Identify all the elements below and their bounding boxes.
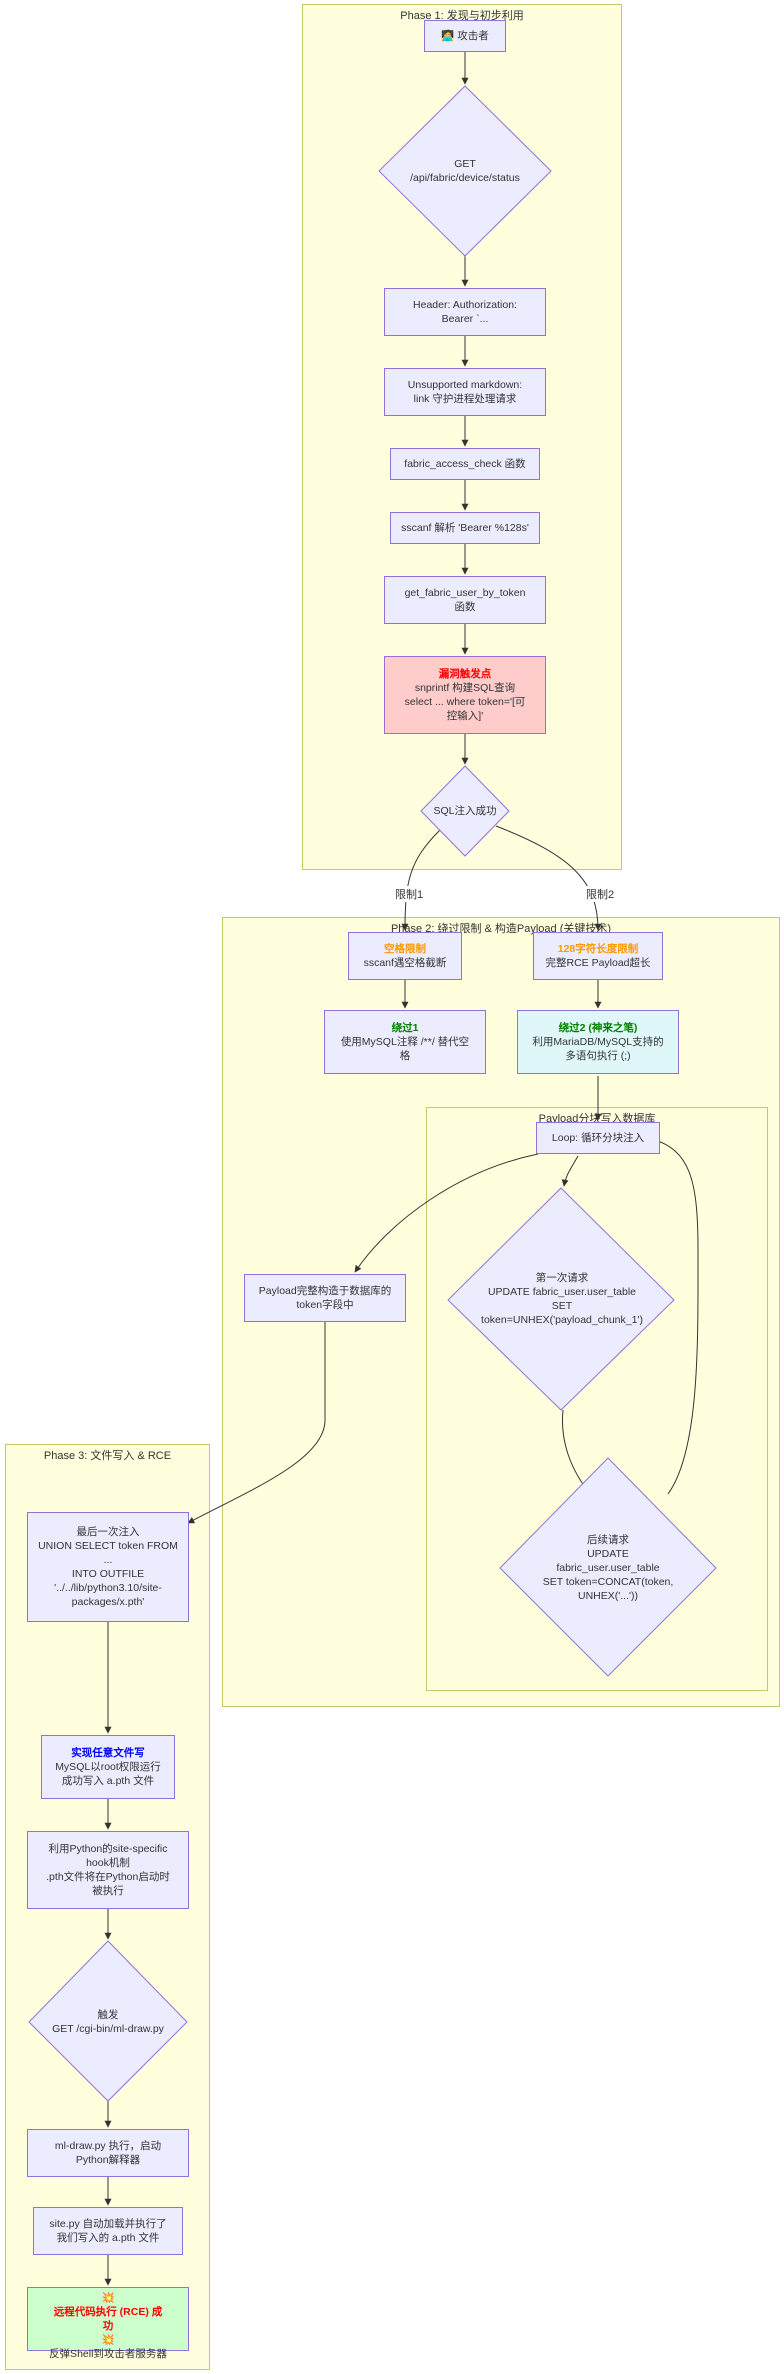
node-first-request[interactable]: 第一次请求 UPDATE fabric_user.user_table SET … xyxy=(478,1262,646,1336)
node-header[interactable]: Header: Authorization: Bearer `... xyxy=(384,288,546,336)
node-later-request[interactable]: 后续请求 UPDATE fabric_user.user_table SET t… xyxy=(538,1528,678,1608)
node-limit2[interactable]: 128字符长度限制 完整RCE Payload超长 xyxy=(533,932,663,980)
rce-icon-left: 💥 xyxy=(101,2292,115,2304)
node-bypass1[interactable]: 绕过1 使用MySQL注释 /**/ 替代空 格 xyxy=(324,1010,486,1074)
bypass2-text: 利用MariaDB/MySQL支持的 多语句执行 (;) xyxy=(532,1036,664,1062)
rce-icon-right: 💥 xyxy=(101,2334,115,2346)
node-sqli[interactable]: SQL注入成功 xyxy=(425,801,505,821)
payload-built-label: Payload完整构造于数据库的 token字段中 xyxy=(258,1285,392,1311)
vuln-title: 漏洞触发点 xyxy=(438,668,492,680)
file-write-text: MySQL以root权限运行 成功写入 a.pth 文件 xyxy=(55,1761,161,1787)
limit2-title: 128字符长度限制 xyxy=(557,943,639,955)
loop-label: Loop: 循环分块注入 xyxy=(551,1132,645,1144)
bypass2-title: 绕过2 (神来之笔) xyxy=(558,1022,638,1034)
node-vuln[interactable]: 漏洞触发点 snprintf 构建SQL查询 select ... where … xyxy=(384,656,546,734)
later-request-label: 后续请求 UPDATE fabric_user.user_table SET t… xyxy=(542,1534,674,1602)
limit2-text: 完整RCE Payload超长 xyxy=(545,957,651,969)
node-payload-built[interactable]: Payload完整构造于数据库的 token字段中 xyxy=(244,1274,406,1322)
node-sitepy[interactable]: site.py 自动加载并执行了 我们写入的 a.pth 文件 xyxy=(33,2207,183,2255)
sscanf-label: sscanf 解析 'Bearer %128s' xyxy=(401,522,529,534)
node-trigger[interactable]: 触发 GET /cgi-bin/ml-draw.py xyxy=(38,2002,178,2042)
node-sscanf[interactable]: sscanf 解析 'Bearer %128s' xyxy=(390,512,540,544)
phase3-title: Phase 3: 文件写入 & RCE xyxy=(43,1450,172,1462)
edge-sqli-limit2 xyxy=(495,825,602,931)
get-label: GET /api/fabric/device/status xyxy=(410,158,520,184)
rce-text: 反弹Shell到攻击者服务器 xyxy=(49,2348,167,2360)
file-write-title: 实现任意文件写 xyxy=(71,1747,145,1759)
rce-title: 远程代码执行 (RCE) 成 功 xyxy=(53,2306,163,2332)
limit1-text: sscanf遇空格截断 xyxy=(363,957,447,969)
edge-loop-first xyxy=(561,1155,579,1187)
access-check-label: fabric_access_check 函数 xyxy=(404,458,526,470)
bypass1-text: 使用MySQL注释 /**/ 替代空 格 xyxy=(340,1036,470,1062)
getuser-label: get_fabric_user_by_token 函数 xyxy=(404,587,526,613)
node-attacker[interactable]: 🧑‍💻 攻击者 xyxy=(424,20,506,52)
diamond-trigger xyxy=(28,1940,188,2102)
node-file-write[interactable]: 实现任意文件写 MySQL以root权限运行 成功写入 a.pth 文件 xyxy=(41,1735,175,1799)
diamond-later xyxy=(499,1457,717,1677)
sqli-label: SQL注入成功 xyxy=(433,805,497,817)
node-getuser[interactable]: get_fabric_user_by_token 函数 xyxy=(384,576,546,624)
first-request-label: 第一次请求 UPDATE fabric_user.user_table SET … xyxy=(481,1272,643,1326)
node-mldraw[interactable]: ml-draw.py 执行，启动 Python解释器 xyxy=(27,2129,189,2177)
edge-label-limit1: 限制1 xyxy=(392,886,427,902)
node-access-check[interactable]: fabric_access_check 函数 xyxy=(390,448,540,480)
bypass1-title: 绕过1 xyxy=(391,1022,419,1034)
sitepy-label: site.py 自动加载并执行了 我们写入的 a.pth 文件 xyxy=(49,2218,167,2244)
limit1-title: 空格限制 xyxy=(384,943,426,955)
node-unsupported[interactable]: Unsupported markdown: link 守护进程处理请求 xyxy=(384,368,546,416)
edge-loop-built xyxy=(354,1153,539,1273)
diamond-get xyxy=(378,85,552,257)
node-bypass2[interactable]: 绕过2 (神来之笔) 利用MariaDB/MySQL支持的 多语句执行 (;) xyxy=(517,1010,679,1074)
final-injection-label: 最后一次注入 UNION SELECT token FROM ... INTO … xyxy=(38,1526,178,1608)
node-limit1[interactable]: 空格限制 sscanf遇空格截断 xyxy=(348,932,462,980)
edge-later-loop xyxy=(651,1137,699,1495)
node-rce[interactable]: 💥 远程代码执行 (RCE) 成 功 💥 反弹Shell到攻击者服务器 xyxy=(27,2287,189,2360)
node-final-injection[interactable]: 最后一次注入 UNION SELECT token FROM ... INTO … xyxy=(27,1512,189,1622)
node-loop[interactable]: Loop: 循环分块注入 xyxy=(536,1122,660,1154)
diamond-first xyxy=(447,1187,675,1411)
header-label: Header: Authorization: Bearer `... xyxy=(413,299,517,325)
diamond-sqli xyxy=(420,765,510,857)
vuln-text: snprintf 构建SQL查询 select ... where token=… xyxy=(404,682,526,722)
trigger-label: 触发 GET /cgi-bin/ml-draw.py xyxy=(52,2009,164,2035)
node-get[interactable]: GET /api/fabric/device/status xyxy=(395,141,535,201)
attacker-label: 攻击者 xyxy=(457,30,489,42)
edge-label-limit2: 限制2 xyxy=(583,886,618,902)
unsupported-label: Unsupported markdown: link 守护进程处理请求 xyxy=(407,379,523,405)
edge-built-final xyxy=(187,1322,326,1524)
node-python-hook[interactable]: 利用Python的site-specific hook机制 .pth文件将在Py… xyxy=(27,1831,189,1909)
edge-sqli-limit1 xyxy=(401,829,441,931)
mldraw-label: ml-draw.py 执行，启动 Python解释器 xyxy=(54,2140,162,2166)
attacker-icon: 🧑‍💻 xyxy=(441,30,455,42)
python-hook-label: 利用Python的site-specific hook机制 .pth文件将在Py… xyxy=(46,1843,170,1897)
phase1-title: Phase 1: 发现与初步利用 xyxy=(400,10,524,22)
